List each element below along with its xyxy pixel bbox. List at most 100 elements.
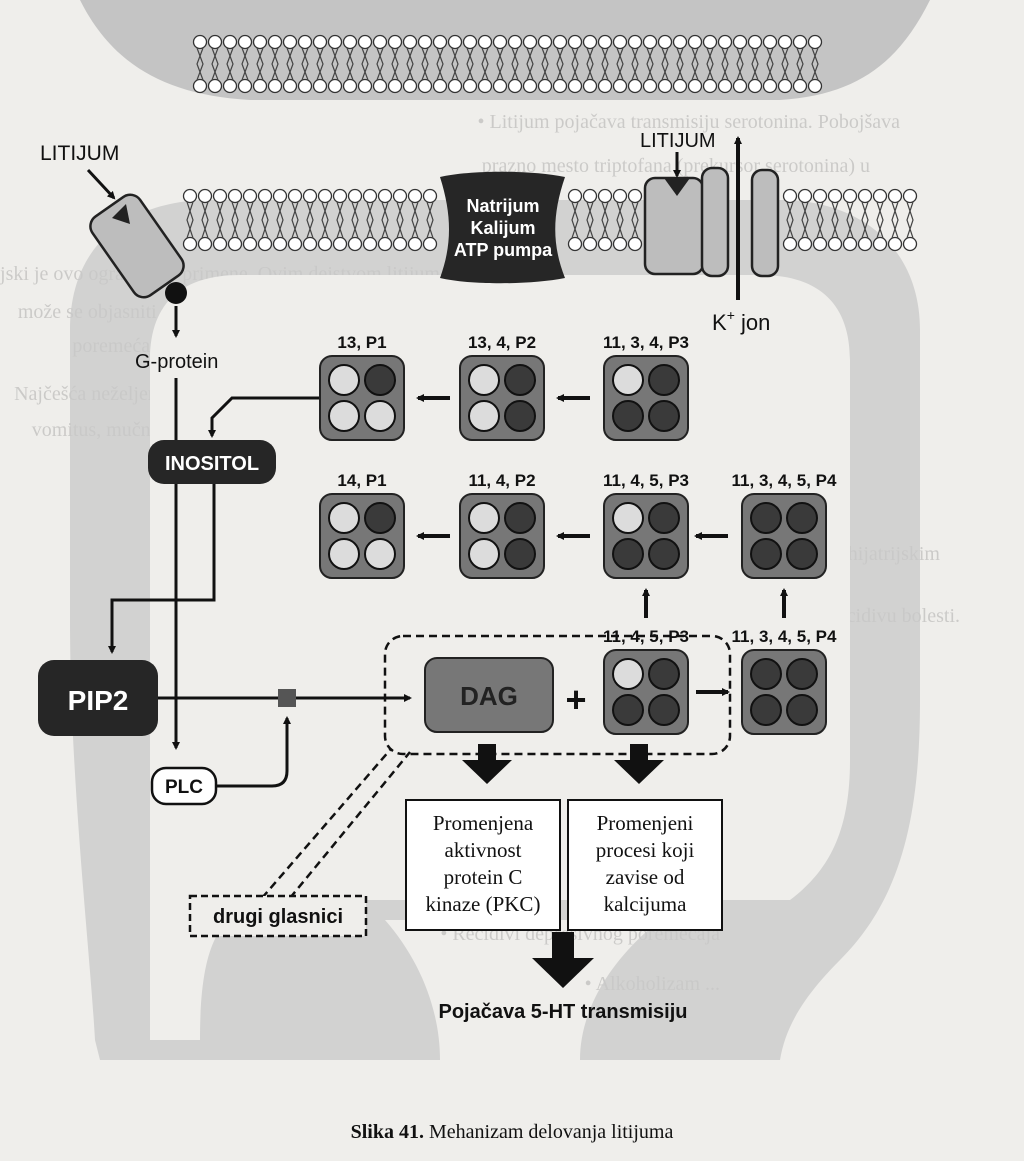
square-frame xyxy=(459,493,545,579)
phosphate-dark xyxy=(612,694,644,726)
phosphate-dark xyxy=(750,538,782,570)
pump-label-2: Kalijum xyxy=(470,218,535,238)
effect-line: Promenjena xyxy=(433,811,534,835)
g-protein-label: G-protein xyxy=(135,351,218,373)
effect-line: procesi koji xyxy=(596,838,695,862)
second-messengers-box xyxy=(188,894,368,938)
phosphate-light xyxy=(612,364,644,396)
phosphate-light xyxy=(328,364,360,396)
plus-sign: + xyxy=(565,679,586,720)
square-frame xyxy=(603,355,689,441)
phosphate-dark xyxy=(648,658,680,690)
figure-caption: Slika 41. Mehanizam delovanja litijuma xyxy=(351,1121,674,1143)
square-sq-11-4-5-p3: 11, 4, 5, P3 xyxy=(603,471,689,579)
dag-to-pkc-arrow xyxy=(462,744,512,784)
square-frame xyxy=(741,493,827,579)
square-label: 11, 4, 5, P3 xyxy=(603,471,689,490)
phosphate-dark xyxy=(504,538,536,570)
square-frame xyxy=(741,649,827,735)
phosphate-dark xyxy=(648,694,680,726)
background-line: • Litijum pojačava transmisiju serotonin… xyxy=(478,111,901,133)
square-label: 13, 4, P2 xyxy=(468,333,536,352)
inositol-to-pip2-arrow xyxy=(108,484,216,654)
phosphate-dark xyxy=(750,658,782,690)
phosphate-dark xyxy=(504,400,536,432)
phosphate-dark xyxy=(612,400,644,432)
effect-line: aktivnost xyxy=(445,838,522,862)
square-label: 11, 4, P2 xyxy=(468,471,535,490)
square-sq-13-p1: 13, P1 xyxy=(319,333,405,441)
effect-line: zavise od xyxy=(606,865,685,889)
effect-line: protein C xyxy=(444,865,523,889)
pkc-effect-box xyxy=(405,799,561,931)
second-messengers-label: drugi glasnici xyxy=(213,906,343,928)
plc-to-cleavage-arrow xyxy=(216,716,291,788)
lower-membrane xyxy=(182,188,918,252)
second-messenger-group xyxy=(383,634,732,756)
phosphate-dark xyxy=(364,502,396,534)
effect-line: kalcijuma xyxy=(604,892,687,916)
potassium-channel xyxy=(643,166,780,278)
square-label: 13, P1 xyxy=(337,333,386,352)
phosphate-dark xyxy=(786,694,818,726)
inositol-label: INOSITOL xyxy=(165,453,259,475)
phosphate-dark xyxy=(648,502,680,534)
square-label: 11, 4, 5, P3 xyxy=(603,627,689,646)
to-result-arrow xyxy=(532,932,594,988)
phosphate-light xyxy=(468,502,500,534)
square-frame xyxy=(603,649,689,735)
pip2-label: PIP2 xyxy=(68,685,129,716)
square-label: 11, 3, 4, 5, P4 xyxy=(732,471,837,490)
phosphate-dark xyxy=(750,502,782,534)
square-frame xyxy=(603,493,689,579)
phosphate-dark xyxy=(648,364,680,396)
phosphate-light xyxy=(468,400,500,432)
inositol-box xyxy=(148,440,276,484)
result-label: Pojačava 5-HT transmisiju xyxy=(439,1001,688,1023)
effect-line: Promenjeni xyxy=(597,811,694,835)
phosphate-light xyxy=(328,502,360,534)
dag-label: DAG xyxy=(460,681,518,711)
square-sq-11-3-4-5-p4-b: 11, 3, 4, 5, P4 xyxy=(732,627,837,735)
square-sq-11-3-4-p3: 11, 3, 4, P3 xyxy=(603,333,689,441)
lithium-label-left: LITIJUM xyxy=(40,142,119,165)
pkc-effect-text: Promenjena aktivnost protein C kinaze (PKC) xyxy=(426,811,541,916)
plc-label: PLC xyxy=(165,777,203,798)
phosphate-light xyxy=(468,538,500,570)
square-frame xyxy=(319,355,405,441)
phosphate-dark xyxy=(786,538,818,570)
phosphate-dark xyxy=(786,658,818,690)
square-label: 11, 3, 4, 5, P4 xyxy=(732,627,837,646)
k-ion-label: K+ jon xyxy=(712,307,770,335)
square-frame xyxy=(319,493,405,579)
square-frame xyxy=(459,355,545,441)
atp-pump: Natrijum Kalijum ATP pumpa xyxy=(440,171,565,284)
phosphate-dark xyxy=(612,538,644,570)
dashed-connector-1 xyxy=(261,749,391,899)
lithium-label-right: LITIJUM xyxy=(640,130,716,152)
plc-cleavage-site xyxy=(278,689,296,707)
calcium-effect-text: Promenjeni procesi koji zavise od kalcijuma xyxy=(596,811,695,916)
ip3-to-calcium-arrow xyxy=(614,744,664,784)
effect-arrows xyxy=(462,744,664,988)
effect-line: kinaze (PKC) xyxy=(426,892,541,916)
receptor xyxy=(89,193,187,304)
phosphate-dark xyxy=(504,502,536,534)
calcium-effect-box xyxy=(567,799,723,931)
phosphate-light xyxy=(468,364,500,396)
phosphate-dark xyxy=(364,364,396,396)
pip2-box xyxy=(38,660,158,736)
pump-label-3: ATP pumpa xyxy=(454,240,553,260)
phosphate-light xyxy=(364,538,396,570)
pump-label-1: Natrijum xyxy=(466,196,539,216)
dashed-connector-2 xyxy=(289,751,411,899)
phosphate-dark xyxy=(750,694,782,726)
square-sq-11-3-4-5-p4: 11, 3, 4, 5, P4 xyxy=(732,471,837,579)
phosphate-dark xyxy=(648,538,680,570)
square-label: 11, 3, 4, P3 xyxy=(603,333,689,352)
phosphate-light xyxy=(612,658,644,690)
square-arrows xyxy=(416,394,788,696)
square-sq-13-4-p2: 13, 4, P2 xyxy=(459,333,545,441)
